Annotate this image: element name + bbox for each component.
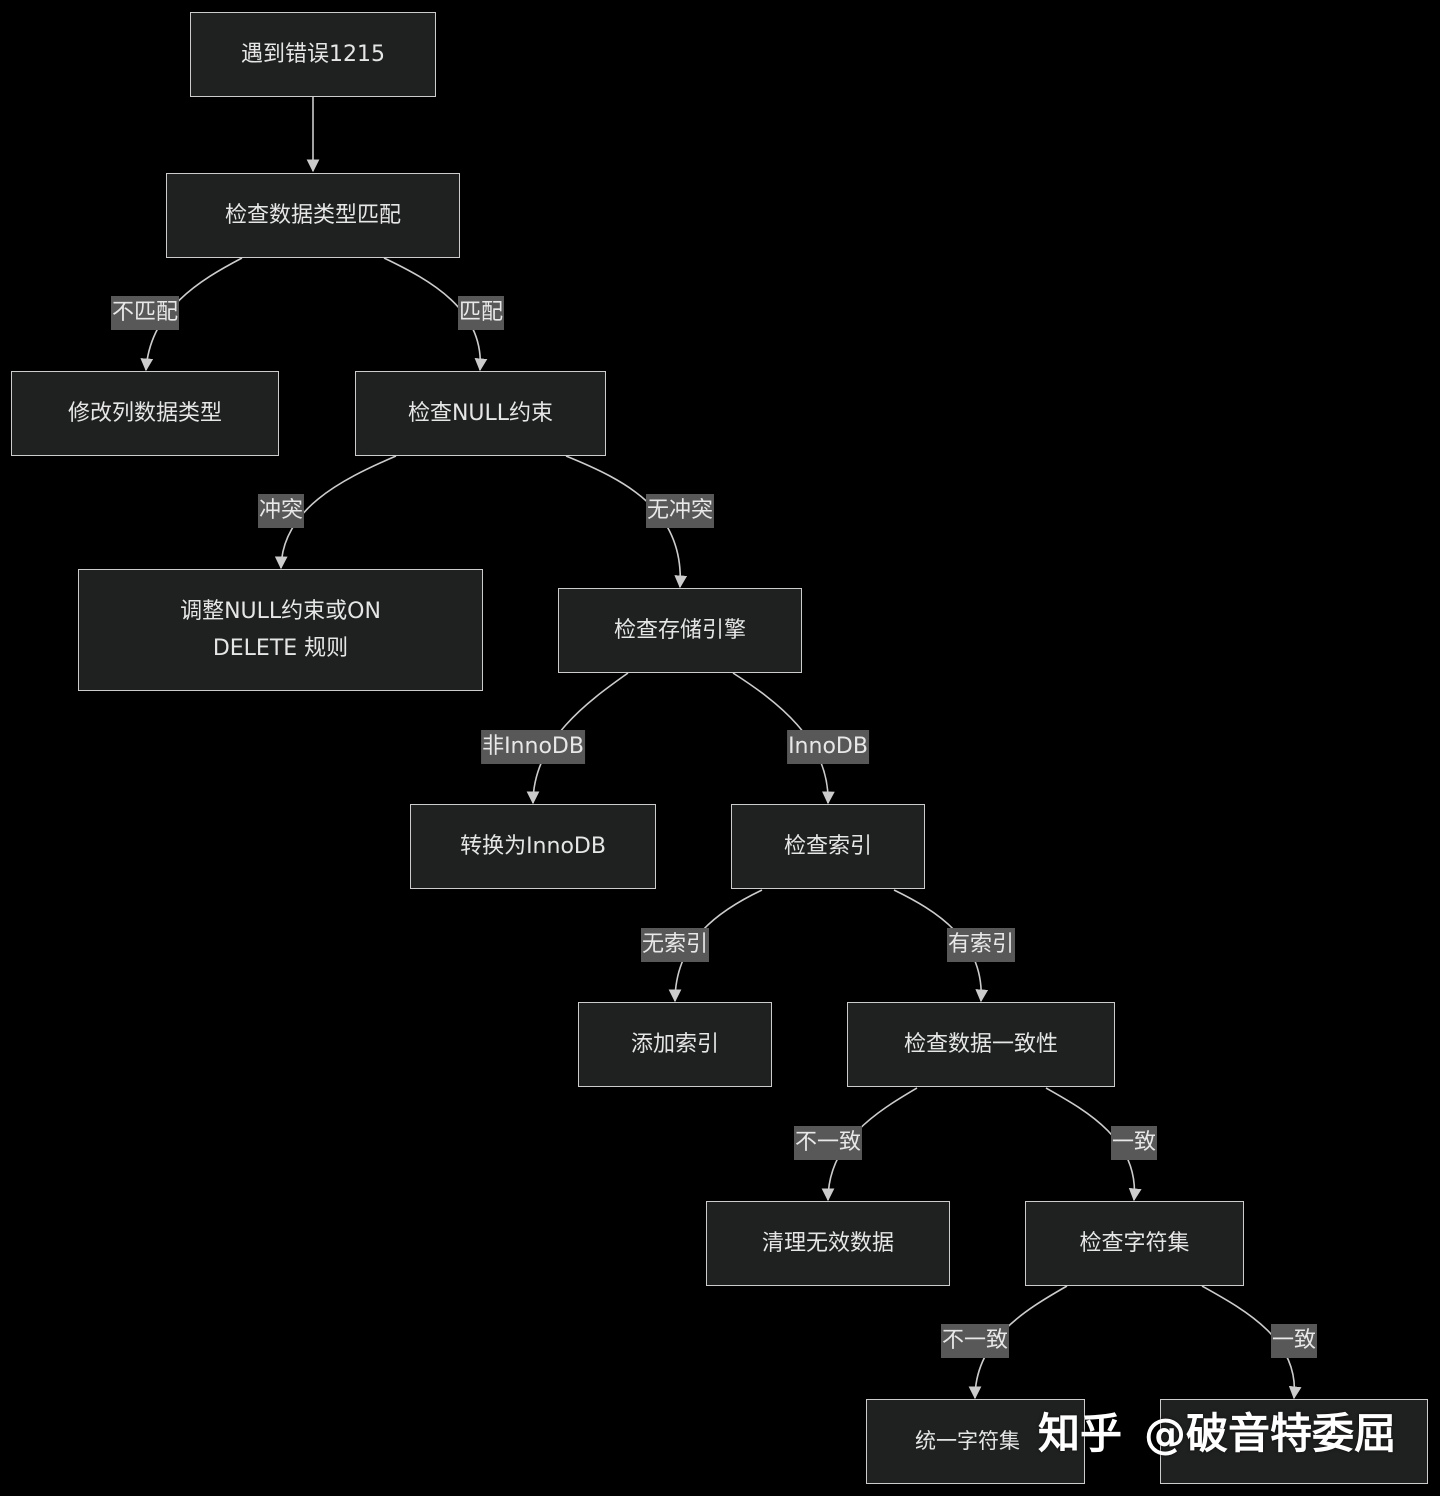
edge-n6-n7 [526, 672, 629, 805]
node-clean-invalid-data: 清理无效数据 [706, 1201, 950, 1286]
edge-n2-n4 [383, 257, 488, 372]
edge-label-data-inconsistent: 不一致 [793, 1126, 863, 1160]
edge-n6-n8 [732, 672, 835, 805]
node-add-index: 添加索引 [578, 1002, 772, 1087]
edge-label-has-index: 有索引 [946, 928, 1016, 962]
edge-label-no-index: 无索引 [640, 928, 710, 962]
node-check-index: 检查索引 [731, 804, 925, 889]
watermark-site: 知乎 [1037, 1409, 1122, 1458]
edge-label-charset-consistent: 一致 [1270, 1324, 1318, 1358]
edge-n10-n12 [1045, 1087, 1142, 1202]
edge-label-mismatch: 不匹配 [110, 296, 180, 330]
node-check-charset: 检查字符集 [1025, 1201, 1244, 1286]
zhihu-watermark: 知乎 @破音特委屈 [1038, 1404, 1396, 1464]
edge-label-data-consistent: 一致 [1110, 1126, 1158, 1160]
edge-n2-n3 [140, 257, 243, 372]
node-encounter-error-1215: 遇到错误1215 [190, 12, 436, 97]
edge-label-conflict: 冲突 [257, 494, 305, 528]
node-convert-to-innodb: 转换为InnoDB [410, 804, 656, 889]
edge-label-no-conflict: 无冲突 [645, 494, 715, 528]
edge-label-non-innodb: 非InnoDB [481, 730, 585, 764]
node-modify-column-data-type: 修改列数据类型 [11, 371, 279, 456]
node-check-data-type-match: 检查数据类型匹配 [166, 173, 460, 258]
edge-label-match: 匹配 [457, 296, 505, 330]
node-check-null-constraint: 检查NULL约束 [355, 371, 606, 456]
node-check-storage-engine: 检查存储引擎 [558, 588, 802, 673]
node-consistent-outcome [1160, 1399, 1428, 1484]
node-unify-charset: 统一字符集 [866, 1399, 1085, 1484]
watermark-author: @破音特委屈 [1143, 1409, 1396, 1458]
edge-label-charset-inconsistent: 不一致 [940, 1324, 1010, 1358]
edge-n4-n5 [274, 455, 397, 570]
edge-n12-n14 [1201, 1285, 1302, 1400]
node-adjust-null-or-on-delete: 调整NULL约束或ON DELETE 规则 [78, 569, 483, 691]
edge-label-innodb: InnoDB [787, 730, 869, 764]
node-check-data-consistency: 检查数据一致性 [847, 1002, 1115, 1087]
